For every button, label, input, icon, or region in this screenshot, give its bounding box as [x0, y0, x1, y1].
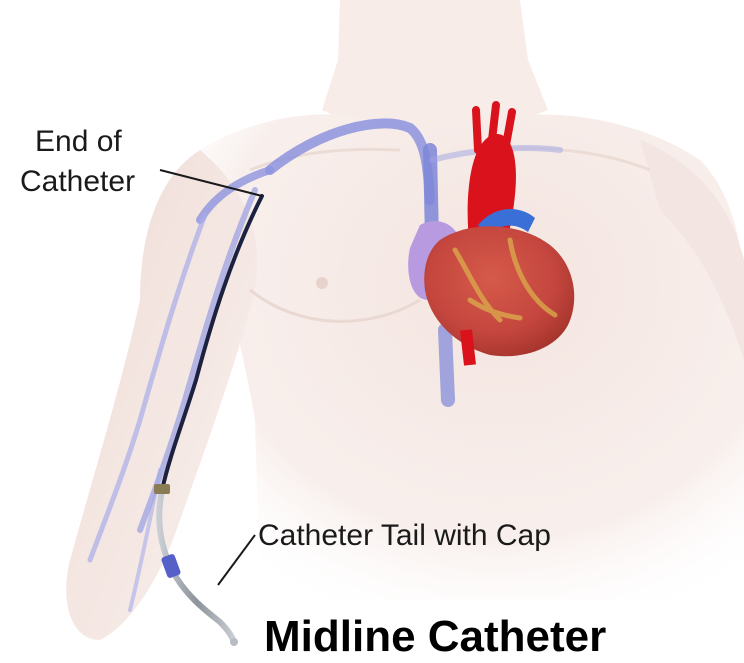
end-of-catheter-label-line1: End of: [35, 125, 122, 158]
inferior-vena-cava: [445, 330, 448, 400]
diagram-title: Midline Catheter: [264, 612, 606, 661]
catheter-tail-leader: [218, 535, 255, 585]
catheter-hub: [154, 484, 170, 494]
catheter-tail-label: Catheter Tail with Cap: [258, 519, 551, 552]
descending-aorta: [466, 330, 470, 365]
end-of-catheter-label-line2: Catheter: [20, 165, 135, 198]
catheter-tip-end: [230, 638, 238, 646]
catheter-cap: [161, 553, 182, 578]
nipple: [316, 277, 328, 289]
right-arm: [66, 150, 257, 640]
